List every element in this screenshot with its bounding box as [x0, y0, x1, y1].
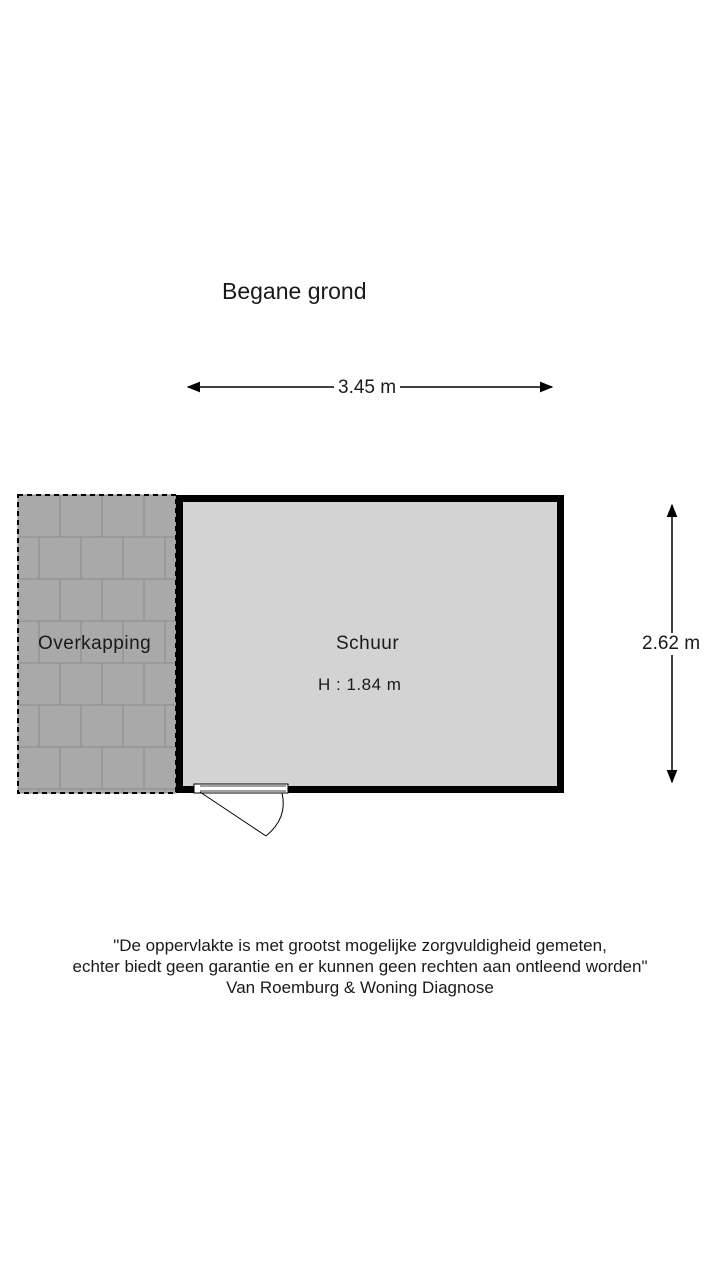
door-swing-arc [265, 792, 284, 837]
disclaimer-line-2: echter biedt geen garantie en er kunnen … [72, 957, 648, 976]
paving-tile [38, 620, 82, 664]
schuur-label: Schuur [336, 633, 400, 654]
paving-tile [17, 494, 61, 538]
door [193, 783, 289, 837]
paving-tile [101, 494, 145, 538]
paving-tile [17, 578, 61, 622]
paving-tile [38, 536, 82, 580]
paving-tile [101, 578, 145, 622]
height-dimension-label: 2.62 m [638, 633, 705, 655]
paving-tile [17, 536, 40, 580]
width-dimension-label: 3.45 m [334, 377, 401, 399]
paving-tile [38, 704, 82, 748]
paving-tile [59, 494, 103, 538]
paving-tile [59, 746, 103, 790]
paving-tile [80, 536, 124, 580]
paving-tile [17, 662, 61, 706]
overkapping-area [17, 494, 177, 794]
paving-tile [122, 536, 166, 580]
paving-tile [17, 704, 40, 748]
paving-tile [80, 704, 124, 748]
paving-tile [143, 578, 177, 622]
paving-tile [59, 578, 103, 622]
paving-tile [101, 662, 145, 706]
paving-tile [164, 536, 177, 580]
paving-tile [164, 620, 177, 664]
schuur-ceiling-height: H : 1.84 m [318, 675, 402, 694]
paving-tile [17, 620, 40, 664]
paving-tile [101, 746, 145, 790]
disclaimer-line-1: "De oppervlakte is met grootst mogelijke… [113, 936, 607, 955]
paving-tile [143, 662, 177, 706]
disclaimer-company: Van Roemburg & Woning Diagnose [226, 978, 494, 997]
door-leaf [199, 791, 267, 837]
floor-title: Begane grond [222, 278, 367, 304]
paving-tile [164, 704, 177, 748]
schuur-floor [183, 502, 557, 786]
paving-tile [122, 704, 166, 748]
paving-tile [17, 746, 61, 790]
paving-tile [59, 662, 103, 706]
paving-tile [143, 494, 177, 538]
disclaimer: "De oppervlakte is met grootst mogelijke… [0, 935, 720, 998]
paving-tile [143, 746, 177, 790]
overkapping-label: Overkapping [38, 633, 152, 654]
